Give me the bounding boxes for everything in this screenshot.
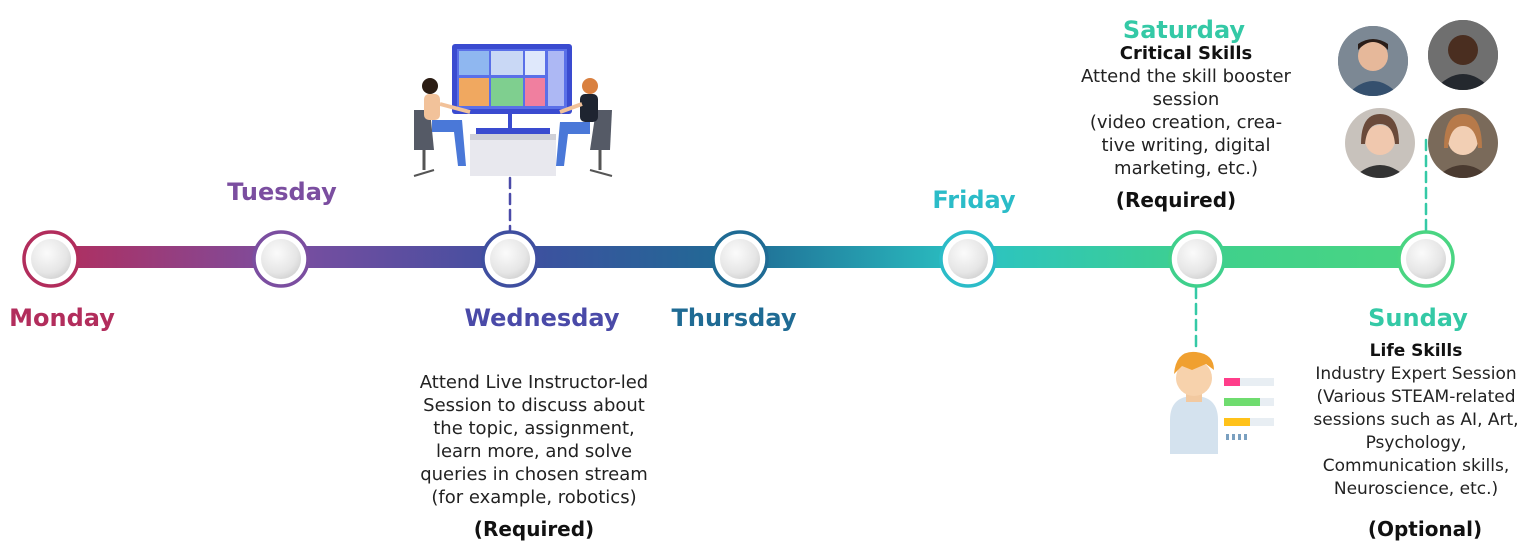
sunday-line: (Various STEAM-related <box>1316 387 1516 407</box>
wednesday-line: Attend Live Instructor-led <box>419 372 649 393</box>
day-label-sunday: Sunday <box>1368 304 1468 332</box>
wednesday-line: the topic, assignment, <box>433 418 635 439</box>
expert-avatar-3 <box>1345 108 1415 178</box>
day-label-tuesday: Tuesday <box>227 178 337 206</box>
saturday-line: session <box>1152 89 1220 110</box>
student-checklist-illustration <box>1170 351 1274 454</box>
day-label-thursday: Thursday <box>671 304 797 332</box>
wednesday-description: Attend Live Instructor-led Session to di… <box>396 371 672 509</box>
saturday-line: tive writing, digital <box>1101 135 1271 156</box>
day-label-saturday: Saturday <box>1122 16 1246 44</box>
video-conference-illustration <box>413 44 613 177</box>
wednesday-line: (for example, robotics) <box>431 487 637 508</box>
saturday-heading: Critical Skills <box>1119 43 1253 64</box>
sunday-line: Communication skills, <box>1322 456 1510 476</box>
sunday-description: Life Skills Industry Expert Session (Var… <box>1296 340 1536 501</box>
wednesday-line: learn more, and solve <box>435 441 633 462</box>
day-label-wednesday: Wednesday <box>464 304 620 332</box>
wednesday-requirement: (Required) <box>473 517 595 541</box>
sunday-line: sessions such as AI, Art, <box>1313 410 1519 430</box>
wednesday-line: Session to discuss about <box>423 395 645 416</box>
sunday-line: Neuroscience, etc.) <box>1333 479 1499 499</box>
day-label-monday: Monday <box>9 304 115 332</box>
saturday-line: (video creation, crea- <box>1089 112 1283 133</box>
sunday-heading: Life Skills <box>1369 341 1463 361</box>
expert-avatar-4 <box>1428 108 1498 178</box>
wednesday-line: queries in chosen stream <box>420 464 648 485</box>
sunday-requirement: (Optional) <box>1367 517 1483 541</box>
sunday-line: Industry Expert Session <box>1315 364 1517 384</box>
saturday-requirement: (Required) <box>1115 188 1237 212</box>
sunday-line: Psychology, <box>1365 433 1467 453</box>
expert-avatar-2 <box>1428 20 1498 90</box>
expert-avatar-1 <box>1338 26 1408 96</box>
saturday-line: Attend the skill booster <box>1081 66 1291 87</box>
day-label-friday: Friday <box>932 186 1016 214</box>
saturday-line: marketing, etc.) <box>1114 158 1258 179</box>
saturday-description: Critical Skills Attend the skill booster… <box>1054 42 1318 180</box>
